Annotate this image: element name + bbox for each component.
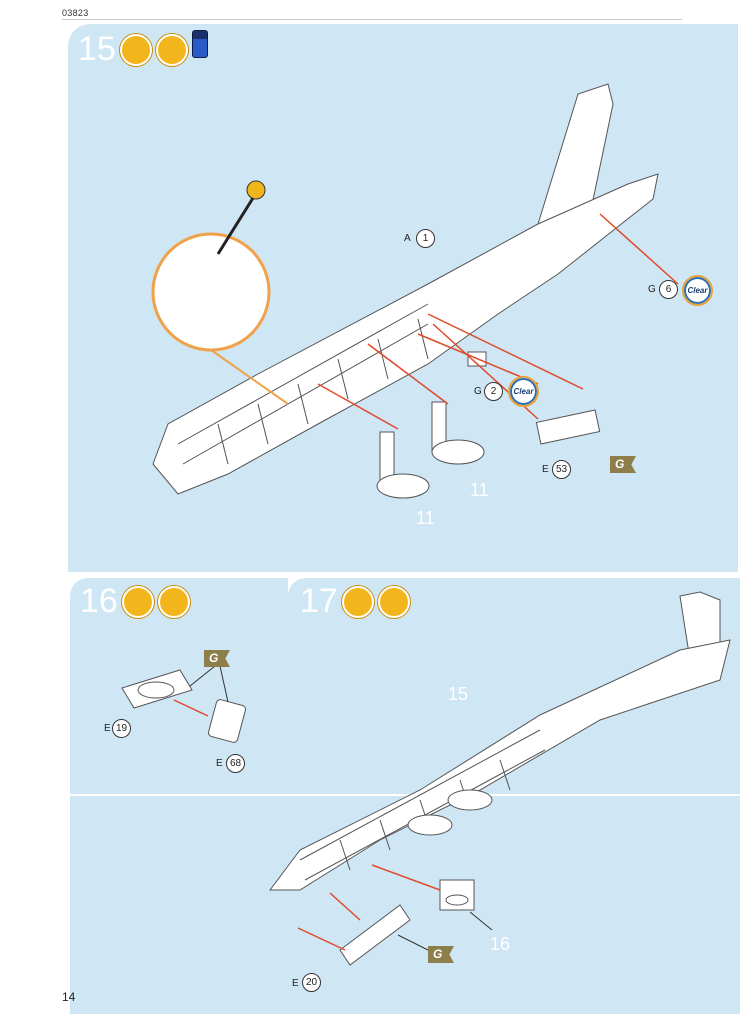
brush-glue-icon <box>122 586 154 618</box>
step-16-panel: 16 G E 19 E 68 <box>70 578 288 794</box>
document-code: 03823 <box>62 8 89 18</box>
part-number-e53: 53 <box>552 460 571 479</box>
page-number: 14 <box>62 990 76 1004</box>
part-letter-e53: E <box>542 464 549 475</box>
part-number-e68: 68 <box>226 754 245 773</box>
paint-brush-icon <box>378 586 410 618</box>
brush-glue-icon <box>120 34 152 66</box>
part-number-e19: 19 <box>112 719 131 738</box>
brush-glue-icon <box>342 586 374 618</box>
part-letter-e68: E <box>216 758 223 769</box>
step-15-fuselage-drawing <box>151 83 679 499</box>
subassembly-ref-15: 15 <box>448 684 469 704</box>
step-17-number: 17 <box>300 582 338 620</box>
clear-paint-badge: Clear <box>508 376 539 407</box>
header-rule <box>62 19 682 20</box>
step-16-number: 16 <box>80 582 118 620</box>
step-17-panel-lower <box>70 796 740 1014</box>
paint-jar-icon <box>192 30 208 58</box>
part-letter-e19: E <box>104 723 111 734</box>
step-15-panel: 15 <box>68 24 738 572</box>
subassembly-ref-11: 11 <box>416 508 435 528</box>
subassembly-ref-11: 11 <box>470 480 489 500</box>
paint-brush-icon <box>158 586 190 618</box>
clear-paint-badge: Clear <box>682 275 713 306</box>
subassembly-ref-16: 16 <box>490 934 511 954</box>
part-number-a1: 1 <box>416 229 435 248</box>
part-letter-a1: A <box>404 233 411 244</box>
step-15-number: 15 <box>78 30 116 68</box>
step-16-drawing <box>121 665 247 743</box>
paint-code-flag: G <box>610 456 636 473</box>
part-number-g2: 2 <box>484 382 503 401</box>
part-number-g6: 6 <box>659 280 678 299</box>
paint-code-flag: G <box>204 650 230 667</box>
part-letter-e20: E <box>292 978 299 989</box>
part-number-e20: 20 <box>302 973 321 992</box>
paint-brush-icon <box>156 34 188 66</box>
part-letter-g2: G <box>474 386 482 397</box>
paint-code-flag: G <box>428 946 454 963</box>
part-letter-g6: G <box>648 284 656 295</box>
